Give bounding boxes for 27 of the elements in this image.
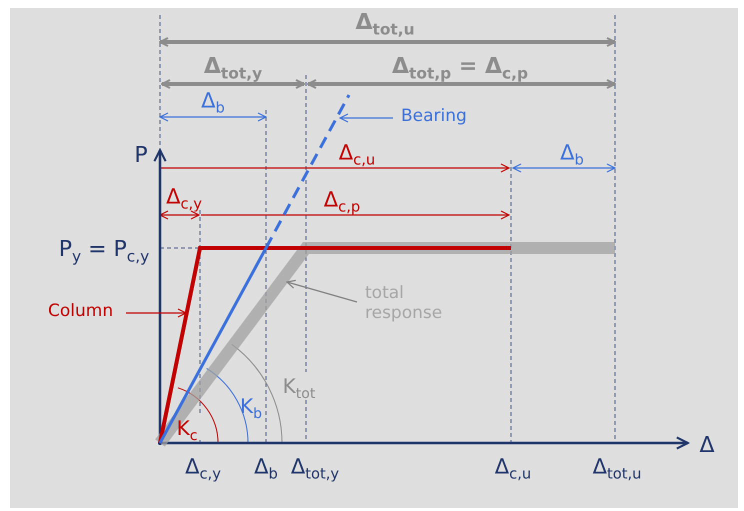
total-response-curve (155, 242, 615, 447)
dimension-label: Δ$_{b}$ (201, 89, 225, 113)
dimension-label: Δ$_{b}$ (560, 141, 584, 165)
dimension-label: Δ$_{c,p}$ (324, 188, 360, 212)
dimension-label: Δ$_{tot,p}$ = Δ$_{c,p}$ (392, 54, 528, 80)
curve-label: total response (365, 284, 460, 324)
dimension-label: Δ$_{tot,y}$ (204, 54, 262, 80)
curve-label: Column (48, 302, 114, 322)
tick-label: Δ$_{tot,u}$ (592, 455, 642, 479)
tick-label: Δ$_{c,u}$ (494, 455, 532, 479)
tick-label: Δ$_{tot,y}$ (290, 455, 340, 479)
stiffness-label: K$_{c}$ (176, 417, 198, 439)
axis-label: Δ (699, 434, 715, 458)
load-label: P$_{y}$ = P$_{c,y}$ (58, 238, 150, 262)
leader-line (286, 280, 358, 303)
tick-label: Δ$_{b}$ (254, 455, 278, 479)
axis-label: P (134, 144, 148, 168)
dimension-label: Δ$_{c,y}$ (166, 185, 202, 209)
dimension-label: Δ$_{c,u}$ (338, 141, 376, 165)
curve-label: Bearing (401, 107, 467, 127)
column-curve (158, 246, 511, 444)
leader-line (339, 113, 393, 123)
dimension-label: Δ$_{tot,u}$ (355, 10, 415, 36)
tick-label: Δ$_{c,y}$ (185, 455, 221, 479)
stiffness-label: K$_{b}$ (240, 395, 262, 417)
leader-line (126, 308, 187, 318)
stiffness-label: K$_{tot}$ (282, 375, 316, 397)
